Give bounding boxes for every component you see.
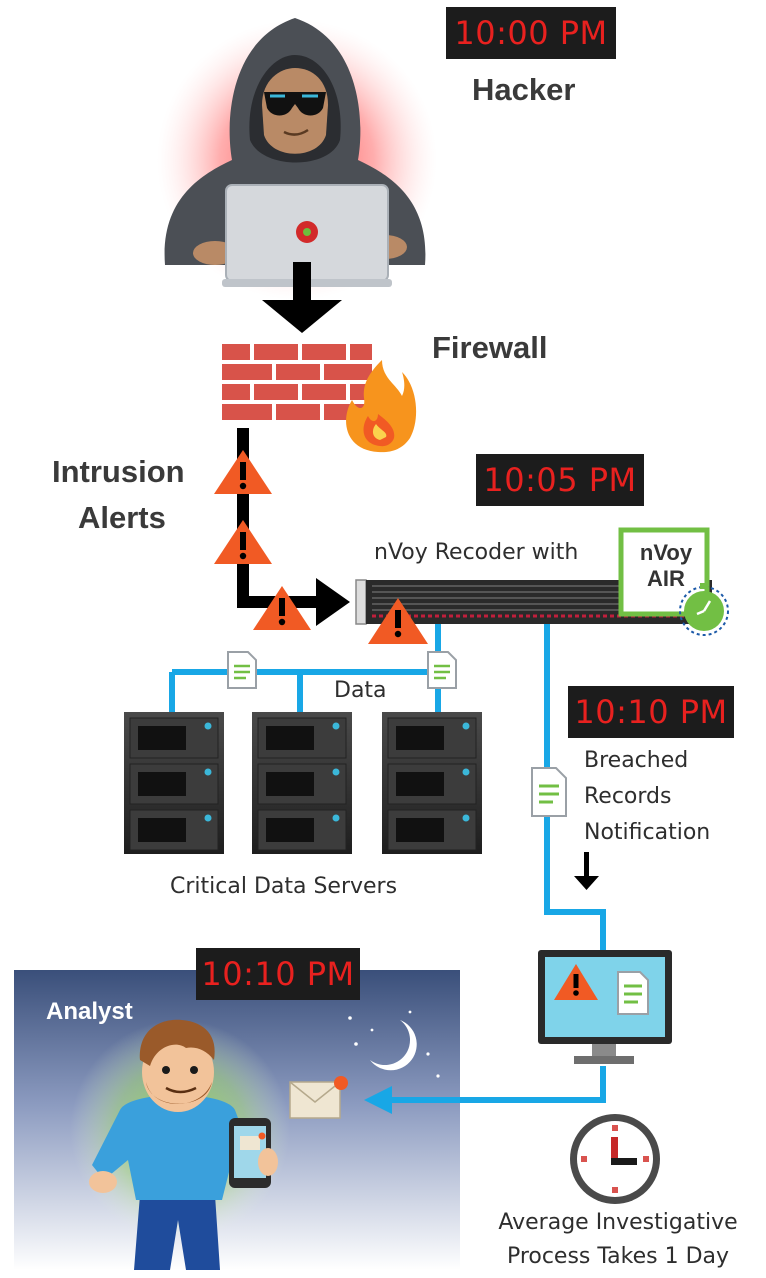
avg-process-label-line1: Average Investigative	[498, 1210, 738, 1235]
breached-label-line2: Records	[584, 784, 672, 809]
document-icon	[227, 651, 257, 689]
notification-time-display: 10:10 PM	[568, 686, 734, 738]
stopwatch-icon	[679, 583, 729, 636]
recorder-time-display: 10:05 PM	[476, 454, 644, 506]
alert-path	[237, 428, 320, 608]
envelope-icon	[289, 1076, 348, 1119]
servers-label: Critical Data Servers	[170, 874, 398, 899]
warning-icon	[253, 586, 311, 630]
warning-icon	[214, 520, 272, 564]
firewall-label: Firewall	[432, 330, 548, 365]
warning-icon	[214, 450, 272, 494]
recorder-label: nVoy Recoder with	[374, 540, 579, 565]
avg-process-label-line2: Process Takes 1 Day	[506, 1244, 730, 1269]
clock-icon	[570, 1114, 660, 1204]
analyst-time-display: 10:10 PM	[196, 948, 360, 1000]
monitor-icon	[538, 950, 672, 1064]
intrusion-alerts-label-line2: Alerts	[78, 500, 166, 535]
server-icon	[382, 712, 482, 854]
breached-label-line3: Notification	[584, 820, 711, 845]
analyst-label: Analyst	[46, 998, 133, 1025]
alert-arrow-head	[316, 578, 350, 626]
data-label: Data	[334, 678, 387, 703]
hacker-time-display: 10:00 PM	[446, 7, 616, 59]
server-icon	[252, 712, 352, 854]
flame-icon	[346, 360, 417, 453]
hacker-label: Hacker	[472, 72, 576, 107]
document-icon	[531, 767, 567, 817]
delivery-arrow-head	[364, 1086, 392, 1114]
attack-arrow-icon	[262, 262, 342, 333]
warning-icon	[368, 598, 428, 644]
nvoy-air-label-line1: nVoy	[639, 540, 693, 565]
analyst-icon	[70, 1019, 290, 1270]
down-arrow-icon	[574, 852, 599, 890]
intrusion-alerts-label-line1: Intrusion	[52, 454, 185, 489]
breached-label-line1: Breached	[584, 748, 689, 773]
server-icon	[124, 712, 224, 854]
moon-icon	[370, 1020, 417, 1071]
document-icon	[427, 651, 457, 689]
nvoy-air-label-line2: AIR	[647, 566, 685, 591]
tablet-icon	[229, 1118, 278, 1188]
star-icon	[348, 1010, 440, 1078]
